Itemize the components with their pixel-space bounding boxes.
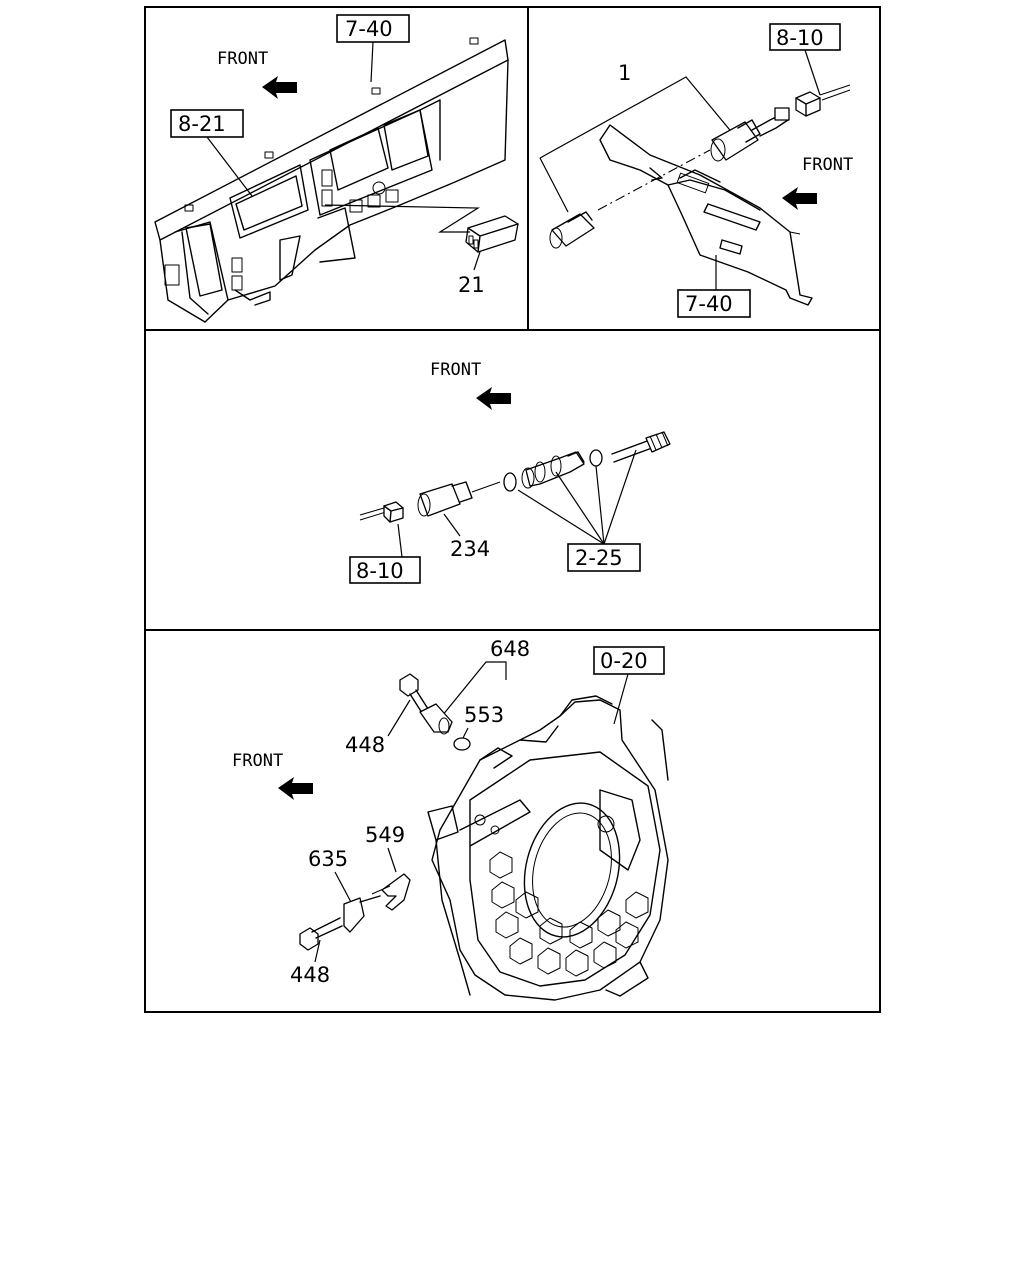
front-arrow-icon (476, 387, 511, 410)
front-arrow-icon (782, 187, 817, 210)
part-number-234: 234 (450, 537, 490, 561)
o-ring (503, 472, 517, 492)
ref-box-label: 8-21 (178, 112, 226, 136)
speed-sensor (710, 107, 790, 162)
ref-box-label: 2-25 (575, 546, 623, 570)
front-arrow-icon (278, 777, 313, 800)
front-label: FRONT (802, 155, 853, 175)
panel-top-right: 8-10 1 FRONT (539, 23, 853, 318)
sensor-sleeve (549, 211, 595, 249)
part-number-648: 648 (490, 637, 530, 661)
part-number-1: 1 (618, 61, 631, 85)
part-number-21: 21 (458, 273, 485, 297)
ref-box-8-10 (349, 556, 421, 584)
front-label: FRONT (217, 49, 268, 69)
bracket-549 (371, 873, 411, 911)
part-number-448: 448 (345, 733, 385, 757)
front-label: FRONT (232, 751, 283, 771)
dashboard-drawing (154, 37, 509, 323)
ref-box-label: 7-40 (685, 292, 733, 316)
ref-box-7-40 (677, 289, 751, 318)
connector (359, 501, 404, 523)
part-number-635: 635 (308, 847, 348, 871)
gear-housing (521, 451, 585, 489)
bolt-448-lower (299, 917, 343, 951)
o-ring-553 (453, 737, 471, 751)
housing-ribs (489, 851, 649, 977)
driven-gear-shaft (611, 431, 671, 463)
ref-box-0-20 (593, 646, 665, 675)
flywheel-housing (427, 695, 669, 1001)
sensor-635 (343, 895, 381, 933)
part-number-448-lower: 448 (290, 963, 330, 987)
ref-box-label: 8-10 (356, 559, 404, 583)
front-label: FRONT (430, 360, 481, 380)
speed-sensor-234 (417, 481, 501, 517)
diagram-frame (144, 6, 881, 1013)
panel-top-left: FRONT 7-40 8-21 (154, 14, 519, 323)
front-arrow-icon (262, 76, 297, 99)
part-number-553: 553 (464, 703, 504, 727)
o-ring (589, 449, 603, 467)
ref-box-label: 8-10 (776, 26, 824, 50)
ref-box-8-10 (769, 23, 841, 51)
side-trim-panel (599, 124, 813, 306)
ref-box-label: 0-20 (600, 649, 648, 673)
part-number-549: 549 (365, 823, 405, 847)
panel-bottom: FRONT 0-20 648 553 448 549 635 448 (232, 637, 669, 1001)
ref-box-label: 7-40 (345, 17, 393, 41)
switch-part-21 (465, 215, 519, 253)
panel-middle: FRONT (349, 360, 671, 584)
connector (795, 91, 821, 117)
sensor-648 (419, 703, 453, 735)
